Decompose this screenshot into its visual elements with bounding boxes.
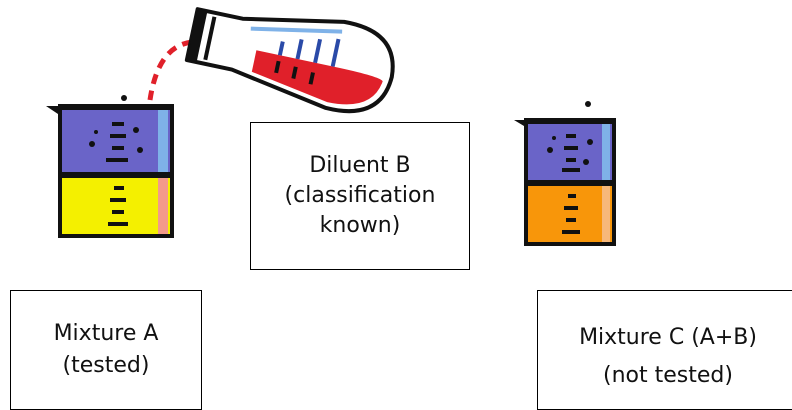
- mixture-c-label-box: Mixture C (A+B) (not tested): [537, 290, 792, 410]
- beaker-a-icon: [46, 95, 174, 238]
- diluent-b-classification-text: (classification: [284, 183, 436, 208]
- diluent-b-label-box: Diluent B (classification known): [250, 122, 470, 270]
- mixture-a-title: Mixture A: [53, 321, 159, 346]
- pour-stream-icon: [147, 39, 193, 101]
- diluent-b-known-text: known): [319, 213, 401, 238]
- beaker-c-icon: [514, 101, 616, 246]
- mixture-c-title: Mixture C (A+B): [579, 325, 757, 350]
- mixture-a-status: (tested): [62, 353, 150, 378]
- mixture-c-status: (not tested): [603, 363, 733, 388]
- flask-icon: [184, 7, 395, 114]
- diluent-b-title: Diluent B: [309, 153, 411, 178]
- mixture-a-label-box: Mixture A (tested): [10, 290, 202, 410]
